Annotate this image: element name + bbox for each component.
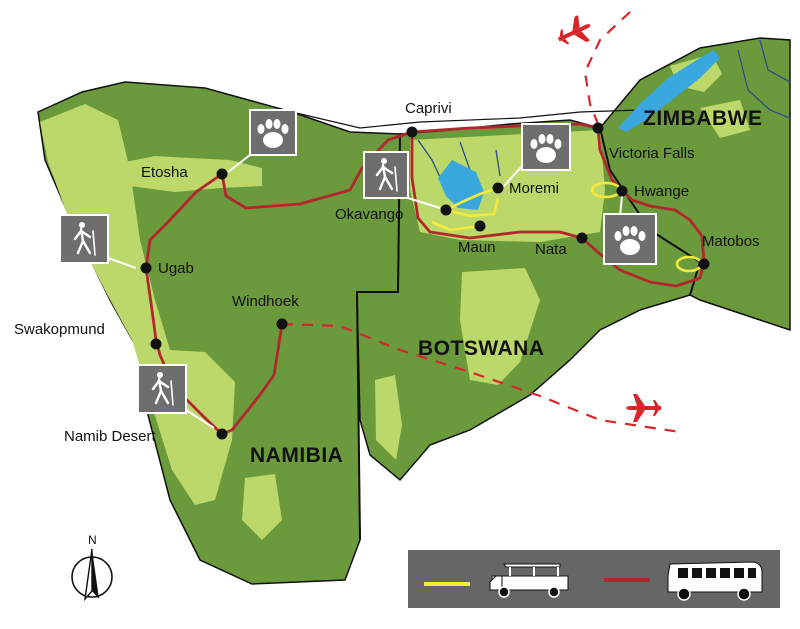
label-hwange: Hwange [634, 183, 689, 200]
label-okavango: Okavango [335, 206, 403, 223]
marker-etosha [216, 168, 228, 180]
label-swakopmund: Swakopmund [14, 321, 105, 338]
transport-legend [408, 550, 780, 608]
marker-maun [474, 220, 486, 232]
marker-okavango [440, 204, 452, 216]
label-maun: Maun [458, 239, 496, 256]
label-ugab: Ugab [158, 260, 194, 277]
safari-vehicle-icon [489, 563, 569, 598]
country-labels: ZIMBABWE BOTSWANA NAMIBIA [250, 107, 762, 467]
label-etosha: Etosha [141, 164, 188, 181]
lake-kariba [618, 50, 720, 132]
north-label: N [88, 533, 97, 547]
marker-caprivi [406, 126, 418, 138]
stop-markers [140, 122, 710, 440]
label-namibia: NAMIBIA [250, 444, 343, 467]
etosha-paw-callout [227, 109, 297, 173]
north-arrow-icon: N [71, 533, 113, 602]
paw-print-icon [257, 119, 289, 148]
paw-print-icon [614, 226, 646, 255]
okavango-hiker-callout [363, 151, 441, 209]
marker-swakopmund [150, 338, 162, 350]
label-namib-desert: Namib Desert [64, 428, 157, 445]
marker-nata [576, 232, 588, 244]
ugab-hiker-callout [59, 214, 137, 269]
label-windhoek: Windhoek [232, 293, 299, 310]
overland-truck-route [144, 122, 706, 436]
namib-hiker-callout [137, 364, 215, 429]
hiker-icon [73, 222, 96, 256]
airplane-icon [557, 15, 591, 45]
hiker-icon [375, 158, 398, 192]
marker-windhoek [276, 318, 288, 330]
marker-matobos [698, 258, 710, 270]
marker-ugab [140, 262, 152, 274]
label-caprivi: Caprivi [405, 100, 452, 117]
airplane-icon [626, 394, 661, 422]
marker-hwange [616, 185, 628, 197]
flight-paths [281, 11, 681, 434]
marker-namib-desert [216, 428, 228, 440]
marker-victoria-falls [592, 122, 604, 134]
hiker-icon [151, 372, 174, 406]
place-labels: Caprivi Etosha Okavango Moremi Maun Nata… [14, 100, 760, 445]
label-nata: Nata [535, 241, 567, 258]
label-botswana: BOTSWANA [418, 337, 545, 360]
marker-moremi [492, 182, 504, 194]
moremi-paw-callout [503, 123, 571, 187]
label-victoria-falls: Victoria Falls [609, 145, 695, 162]
label-matobos: Matobos [702, 233, 760, 250]
label-moremi: Moremi [509, 180, 559, 197]
overland-truck-icon [667, 561, 763, 601]
paw-print-icon [530, 134, 562, 163]
hwange-paw-callout [603, 195, 657, 265]
label-zimbabwe: ZIMBABWE [643, 107, 762, 130]
